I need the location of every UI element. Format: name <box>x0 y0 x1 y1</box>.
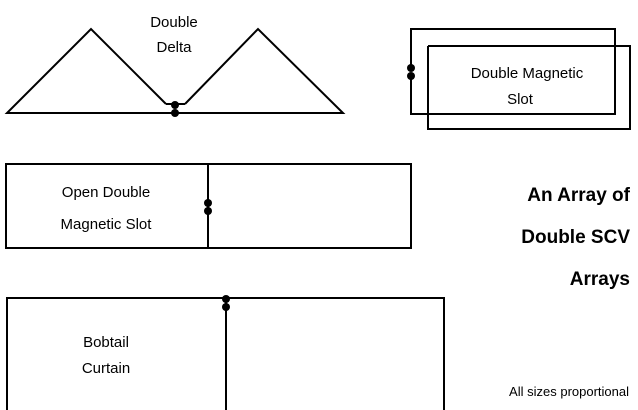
feed-point-dot <box>222 303 230 311</box>
magnetic-slot-label-line2: Slot <box>507 91 534 108</box>
title-line2: Double SCV <box>521 227 630 248</box>
feed-point-dot <box>171 109 179 117</box>
magnetic-slot-label-line1: Double Magnetic <box>471 65 584 82</box>
bobtail-curtain-antenna <box>6 295 445 410</box>
footnote: All sizes proportional <box>509 384 629 399</box>
feed-point-dot <box>407 64 415 72</box>
open-slot-label-line2: Magnetic Slot <box>61 216 153 233</box>
bobtail-label-line2: Curtain <box>82 360 130 377</box>
title-line1: An Array of <box>527 185 630 206</box>
bobtail-label-line1: Bobtail <box>83 334 129 351</box>
open-double-magnetic-slot-antenna <box>5 163 412 249</box>
feed-point-dot <box>204 207 212 215</box>
feed-point-dot <box>222 295 230 303</box>
feed-point-dot <box>204 199 212 207</box>
open-slot-label-line1: Open Double <box>62 184 150 201</box>
magnetic-slot-back-frame <box>410 28 616 115</box>
magnetic-slot-front-frame <box>427 45 631 130</box>
feed-point-dot <box>407 72 415 80</box>
double-delta-label-line1: Double <box>150 14 198 31</box>
title-line3: Arrays <box>570 269 630 290</box>
feed-point-dot <box>171 101 179 109</box>
double-delta-antenna <box>4 27 346 117</box>
double-delta-label-line2: Delta <box>156 39 192 56</box>
double-magnetic-slot-antenna <box>407 28 631 130</box>
